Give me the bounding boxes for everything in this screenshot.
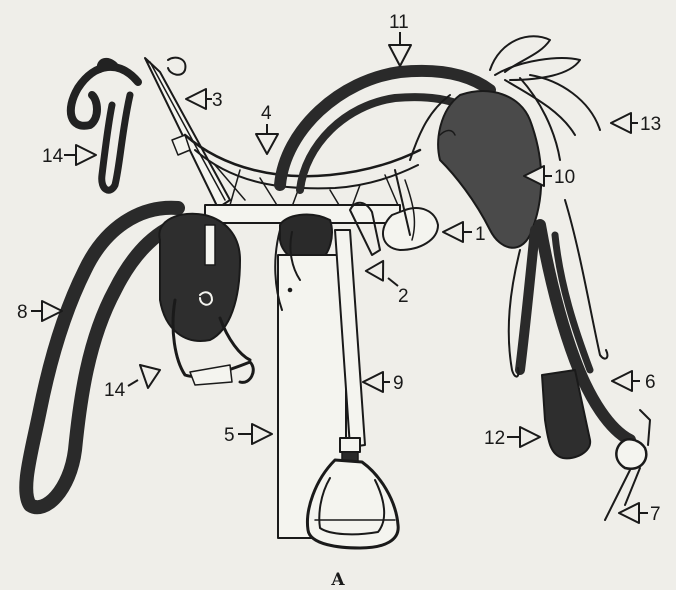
callout-14-upper: 14 <box>42 145 96 167</box>
callout-stem-14-lower <box>128 380 138 386</box>
callout-arrow-5 <box>252 424 272 444</box>
callout-label-12: 12 <box>484 428 505 449</box>
front-fork <box>145 58 230 208</box>
callout-label-11: 11 <box>389 12 409 33</box>
callout-arrow-13 <box>611 113 631 133</box>
callout-3: 3 <box>186 89 223 111</box>
callout-label-14-upper: 14 <box>42 146 64 167</box>
saddle-illustration <box>26 36 650 548</box>
callout-13: 13 <box>611 113 661 135</box>
callout-arrow-3 <box>186 89 206 109</box>
saddle-bag-left <box>159 214 253 385</box>
callout-label-2: 2 <box>398 286 409 307</box>
rear-pack <box>438 91 541 248</box>
callout-arrow-14-lower <box>140 365 160 388</box>
callout-label-4: 4 <box>261 103 272 124</box>
figure-letter: A <box>330 570 345 590</box>
callout-1: 1 <box>443 222 486 245</box>
callout-arrow-9 <box>363 372 383 392</box>
callout-arrow-2 <box>366 261 392 286</box>
handle-loop-upper <box>71 61 138 190</box>
callout-2: 2 <box>366 261 409 307</box>
callout-arrow-4 <box>256 134 278 154</box>
callout-5: 5 <box>224 424 272 446</box>
callout-label-5: 5 <box>224 425 235 446</box>
callout-label-13: 13 <box>640 114 661 135</box>
callout-label-7: 7 <box>650 504 661 525</box>
callout-arrow-7 <box>619 503 639 523</box>
callout-arrow-12 <box>520 427 540 447</box>
callout-7: 7 <box>619 503 661 525</box>
callout-arrow-11 <box>389 45 411 66</box>
callout-4: 4 <box>256 103 278 154</box>
callout-6: 6 <box>612 371 656 393</box>
callout-arrow-14-upper <box>76 145 96 165</box>
callout-stem-2 <box>388 278 398 286</box>
callout-label-6: 6 <box>645 372 656 393</box>
callout-label-1: 1 <box>475 224 486 245</box>
callout-label-9: 9 <box>393 373 404 394</box>
callout-label-8: 8 <box>17 302 28 323</box>
callout-label-3: 3 <box>212 90 223 111</box>
callout-arrow-1 <box>443 222 463 242</box>
callout-14-lower: 14 <box>104 365 160 401</box>
callout-12: 12 <box>484 427 540 449</box>
callout-label-14-lower: 14 <box>104 380 126 401</box>
callout-label-10: 10 <box>554 167 575 188</box>
callout-11: 11 <box>389 12 411 66</box>
callout-8: 8 <box>17 301 62 323</box>
callout-9: 9 <box>363 372 404 394</box>
callout-arrow-6 <box>612 371 632 391</box>
